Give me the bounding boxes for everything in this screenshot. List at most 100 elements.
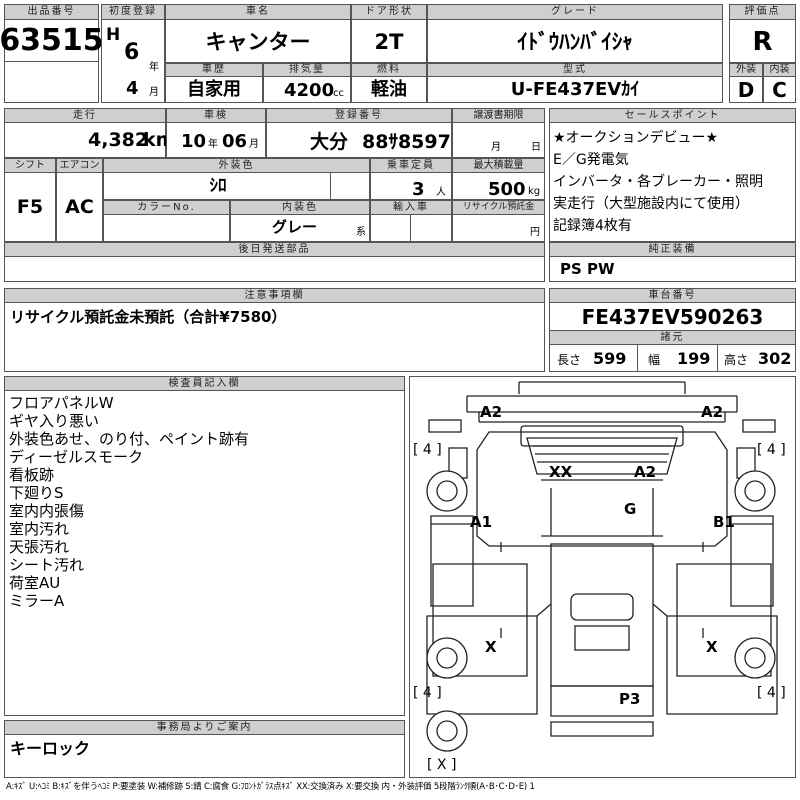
year-unit: 年 xyxy=(149,62,159,73)
transfer-docs-header: 譲渡書期限 xyxy=(452,108,545,123)
color-no-header: カラーNo. xyxy=(103,200,230,215)
lot-no-cell xyxy=(4,4,99,103)
door-header: ドア形状 xyxy=(351,4,427,20)
genuine-equipment: PS PW xyxy=(560,260,615,278)
genuine-header: 純正装備 xyxy=(549,242,796,257)
sales-points-list: ★オークションデビュー★ E／G発電気 インバータ・各ブレーカー・照明 実走行（… xyxy=(553,127,793,237)
model-code: U-FE437EVｶｲ xyxy=(510,79,640,100)
history-header: 車歴 xyxy=(165,63,263,77)
ext-color: ｼﾛ xyxy=(209,176,227,196)
cargo-rear-step xyxy=(570,593,634,621)
rear-left-wheel xyxy=(426,637,468,679)
score-header: 評価点 xyxy=(729,4,796,20)
specs-header: 諸元 xyxy=(549,330,796,345)
tire-tread-rear-right: [ 4 ] xyxy=(757,685,786,701)
ac: AC xyxy=(65,195,94,218)
month-unit: 月 xyxy=(149,87,159,98)
max-load-header: 最大積載量 xyxy=(452,158,545,173)
inspector-note: 看板跡 xyxy=(9,466,55,484)
damage-mark-front-right: A2 xyxy=(701,403,724,421)
int-color: グレー xyxy=(272,218,318,236)
interior-header: 内装 xyxy=(763,63,796,77)
model-header: 型式 xyxy=(427,63,723,77)
sales-point: E／G発電気 xyxy=(553,152,629,168)
inspection-month-unit: 月 xyxy=(249,139,259,150)
tire-tread-front-right: [ 4 ] xyxy=(757,442,786,458)
damage-mark-rear-bumper: P3 xyxy=(619,690,641,708)
reg-no-place: 大分 xyxy=(310,131,349,153)
chassis-header: 車台番号 xyxy=(549,288,796,303)
displacement: 4200 xyxy=(284,80,335,101)
inspector-note: フロアパネルW xyxy=(9,394,114,412)
office-header: 事務局よりご案内 xyxy=(4,720,405,735)
spec-width-label: 幅 xyxy=(648,353,661,367)
sales-point: ★オークションデビュー★ xyxy=(553,130,719,146)
first-reg-year: 6 xyxy=(124,40,140,65)
kei-unit: 系 xyxy=(356,227,366,238)
tire-tread-rear-left: [ 4 ] xyxy=(413,685,442,701)
lot-no-header: 出品番号 xyxy=(4,4,99,20)
car-name: キャンター xyxy=(205,29,311,54)
history: 自家用 xyxy=(187,79,241,100)
inspector-note: 荷室AU xyxy=(9,574,61,592)
sales-point: インバータ・各ブレーカー・照明 xyxy=(553,174,763,190)
first-reg-month: 4 xyxy=(126,78,139,99)
inspector-note: シート汚れ xyxy=(9,556,85,574)
cargo-sides xyxy=(426,603,778,715)
sales-points-cell xyxy=(549,108,796,242)
inspector-header: 検査員記入欄 xyxy=(4,376,405,391)
damage-mark-windshield-right: A2 xyxy=(634,463,657,481)
interior-score: C xyxy=(772,78,787,102)
capacity-unit: 人 xyxy=(436,187,446,198)
notes-header: 注意事項欄 xyxy=(4,288,545,303)
vehicle-diagram xyxy=(426,381,778,752)
front-bumper xyxy=(466,381,738,423)
damage-mark-left-rear: X xyxy=(485,638,497,656)
rear-right-wheel xyxy=(734,637,776,679)
inspector-note: ギヤ入り悪い xyxy=(9,412,100,430)
right-headlight xyxy=(742,419,776,433)
damage-mark-left-door: A1 xyxy=(470,513,493,531)
cargo-box xyxy=(550,543,654,687)
inspection-header: 車検 xyxy=(166,108,266,123)
damage-mark-front-left: A2 xyxy=(480,403,503,421)
spec-height-label: 高さ xyxy=(724,353,749,367)
displacement-header: 排気量 xyxy=(263,63,351,77)
right-door xyxy=(730,515,774,607)
fuel-header: 燃料 xyxy=(351,63,427,77)
ext-color-header: 外装色 xyxy=(103,158,370,173)
front-left-hub xyxy=(436,480,458,502)
era-letter: H xyxy=(106,25,121,45)
damage-mark-glass: G xyxy=(624,500,637,518)
inspector-notes-list: フロアパネルW ギヤ入り悪い 外装色あせ、のり付、ペイント跡有 ディーゼルスモー… xyxy=(9,394,399,610)
sales-point: 実走行（大型施設内にて使用） xyxy=(553,196,749,212)
tire-tread-spare: [ X ] xyxy=(427,757,457,773)
inspection-year: 10 xyxy=(181,131,207,152)
transfer-month-unit: 月 xyxy=(491,142,501,153)
damage-mark-right-door: B1 xyxy=(713,513,735,531)
cab-roof xyxy=(541,479,663,537)
first-reg-header: 初度登録 xyxy=(101,4,165,20)
score: R xyxy=(752,27,773,57)
grille xyxy=(520,425,684,447)
car-name-header: 車名 xyxy=(165,4,351,20)
grade: ｲﾄﾞｳﾊﾝﾊﾞｲｼｬ xyxy=(517,29,633,54)
notes-text: リサイクル預託金未預託（合計¥7580） xyxy=(10,308,287,326)
tire-tread-front-left: [ 4 ] xyxy=(413,442,442,458)
inspector-note: 室内汚れ xyxy=(9,520,70,538)
import-header: 輸入車 xyxy=(370,200,452,215)
inspector-note: ディーゼルスモーク xyxy=(9,448,143,466)
inspector-note: 外装色あせ、のり付、ペイント跡有 xyxy=(9,430,250,448)
fuel: 軽油 xyxy=(371,79,407,100)
spare-hub xyxy=(436,720,458,742)
int-color-header: 内装色 xyxy=(230,200,370,215)
shift-header: シフト xyxy=(4,158,56,173)
front-right-hub xyxy=(744,480,766,502)
rear-bumper xyxy=(550,685,654,737)
spec-width: 199 xyxy=(677,349,711,368)
cab-outline xyxy=(476,431,728,547)
spare-tire xyxy=(426,710,468,752)
kg-unit: kg xyxy=(528,186,541,197)
front-left-wheel xyxy=(426,470,468,512)
exterior-header: 外装 xyxy=(729,63,763,77)
